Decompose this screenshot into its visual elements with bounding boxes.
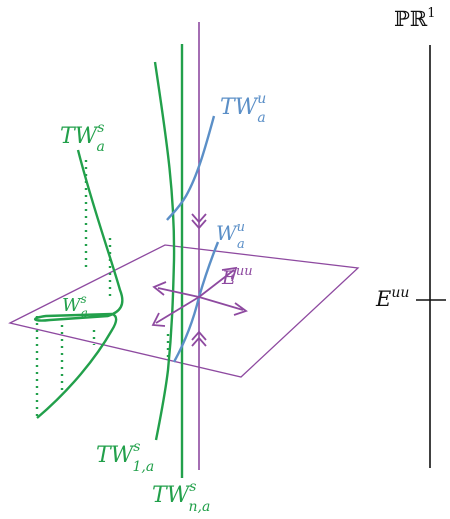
- w-a-s-curve: [34, 149, 124, 419]
- e-uu-label: Euu: [221, 264, 253, 289]
- w-a-u-curve: [172, 241, 220, 363]
- e-uu-axis-label: Euu: [375, 285, 409, 311]
- purple-chevrons-top: [191, 213, 207, 230]
- purple-chevrons-bottom: [191, 330, 207, 347]
- purple-vector-arrows: [151, 266, 248, 327]
- pr1-label: ℙℝ1: [394, 6, 436, 31]
- tw-1a-curve: [153, 61, 176, 441]
- tw-a-u-curve: [166, 115, 216, 221]
- green-dotted-verticals: [35, 160, 112, 418]
